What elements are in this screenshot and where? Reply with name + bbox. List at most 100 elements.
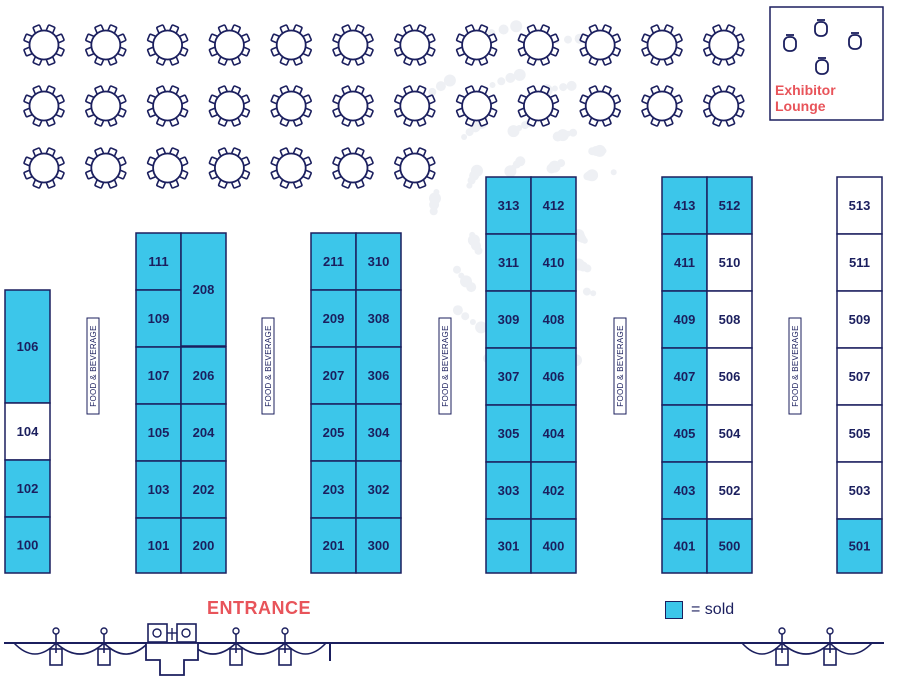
booth-402[interactable]: 402: [530, 461, 577, 520]
booth-506[interactable]: 506: [706, 347, 753, 406]
booth-502[interactable]: 502: [706, 461, 753, 520]
table-top: [152, 152, 184, 184]
booth-413[interactable]: 413: [661, 176, 708, 235]
booth-201[interactable]: 201: [310, 517, 357, 574]
booth-300[interactable]: 300: [355, 517, 402, 574]
booth-511[interactable]: 511: [836, 233, 883, 292]
booth-number: 411: [674, 255, 695, 270]
booth-number: 403: [674, 483, 696, 498]
booth-number: 510: [719, 255, 741, 270]
booth-403[interactable]: 403: [661, 461, 708, 520]
booth-508[interactable]: 508: [706, 290, 753, 349]
booth-100[interactable]: 100: [4, 516, 51, 574]
booth-cell: [310, 403, 357, 462]
booth-number: 201: [323, 538, 345, 553]
stanchion-top: [826, 627, 834, 635]
booth-510[interactable]: 510: [706, 233, 753, 292]
entrance-doors[interactable]: [145, 623, 199, 676]
booth-505[interactable]: 505: [836, 404, 883, 463]
booth-103[interactable]: 103: [135, 460, 182, 519]
rope-swag: [741, 642, 783, 655]
booth-204[interactable]: 204: [180, 403, 227, 462]
booth-407[interactable]: 407: [661, 347, 708, 406]
booth-313[interactable]: 313: [485, 176, 532, 235]
booth-211[interactable]: 211: [310, 232, 357, 291]
booth-107[interactable]: 107: [135, 346, 182, 405]
booth-406[interactable]: 406: [530, 347, 577, 406]
table-top: [152, 29, 184, 61]
booth-400[interactable]: 400: [530, 518, 577, 574]
table-top: [523, 29, 554, 61]
booth-501[interactable]: 501: [836, 518, 883, 574]
stanchion-top: [281, 627, 289, 635]
booth-cell: [530, 290, 577, 349]
booth-number: 211: [323, 254, 344, 269]
booth-number: 302: [368, 482, 390, 497]
food-beverage-text: FOOD & BEVERAGE: [264, 325, 273, 406]
booth-311[interactable]: 311: [485, 233, 532, 292]
booth-cell: [530, 347, 577, 406]
booth-number: 413: [674, 198, 696, 213]
booth-200[interactable]: 200: [180, 517, 227, 574]
booth-104[interactable]: 104: [4, 402, 51, 461]
booth-504[interactable]: 504: [706, 404, 753, 463]
round-table: [579, 24, 621, 66]
booth-303[interactable]: 303: [485, 461, 532, 520]
booth-205[interactable]: 205: [310, 403, 357, 462]
booth-304[interactable]: 304: [355, 403, 402, 462]
booth-412[interactable]: 412: [530, 176, 577, 235]
table-top: [708, 90, 740, 122]
booth-202[interactable]: 202: [180, 460, 227, 519]
booth-111[interactable]: 111: [135, 232, 182, 291]
food-beverage-sign: FOOD & BEVERAGE: [86, 317, 100, 415]
booth-209[interactable]: 209: [310, 289, 357, 348]
booth-cell: [836, 518, 883, 574]
booth-207[interactable]: 207: [310, 346, 357, 405]
booth-cell: [355, 403, 402, 462]
booth-509[interactable]: 509: [836, 290, 883, 349]
booth-number: 202: [193, 482, 215, 497]
round-table: [85, 24, 127, 66]
table-top: [275, 152, 307, 184]
booth-301[interactable]: 301: [485, 518, 532, 574]
background-dot: [489, 82, 496, 88]
booth-507[interactable]: 507: [836, 347, 883, 406]
booth-513[interactable]: 513: [836, 176, 883, 235]
booth-401[interactable]: 401: [661, 518, 708, 574]
booth-206[interactable]: 206: [180, 346, 227, 405]
booth-102[interactable]: 102: [4, 459, 51, 518]
booth-404[interactable]: 404: [530, 404, 577, 463]
booth-number: 107: [148, 368, 170, 383]
table-top: [90, 90, 122, 122]
booth-number: 507: [849, 369, 871, 384]
booth-310[interactable]: 310: [355, 232, 402, 291]
booth-305[interactable]: 305: [485, 404, 532, 463]
booth-101[interactable]: 101: [135, 517, 182, 574]
booth-409[interactable]: 409: [661, 290, 708, 349]
booth-512[interactable]: 512: [706, 176, 753, 235]
round-table: [332, 85, 374, 127]
round-table: [394, 24, 436, 66]
booth-410[interactable]: 410: [530, 233, 577, 292]
booth-308[interactable]: 308: [355, 289, 402, 348]
round-table: [703, 85, 745, 127]
background-dot: [564, 35, 572, 44]
booth-302[interactable]: 302: [355, 460, 402, 519]
booth-106[interactable]: 106: [4, 289, 51, 404]
booth-109[interactable]: 109: [135, 289, 182, 348]
booth-405[interactable]: 405: [661, 404, 708, 463]
booth-203[interactable]: 203: [310, 460, 357, 519]
booth-411[interactable]: 411: [661, 233, 708, 292]
booth-309[interactable]: 309: [485, 290, 532, 349]
round-table: [641, 85, 683, 127]
booth-105[interactable]: 105: [135, 403, 182, 462]
background-dot: [569, 128, 578, 137]
booth-500[interactable]: 500: [706, 518, 753, 574]
booth-503[interactable]: 503: [836, 461, 883, 520]
booth-306[interactable]: 306: [355, 346, 402, 405]
entrance-label: ENTRANCE: [207, 598, 312, 618]
booth-number: 402: [543, 483, 565, 498]
booth-307[interactable]: 307: [485, 347, 532, 406]
booth-208[interactable]: 208: [180, 232, 227, 347]
booth-408[interactable]: 408: [530, 290, 577, 349]
